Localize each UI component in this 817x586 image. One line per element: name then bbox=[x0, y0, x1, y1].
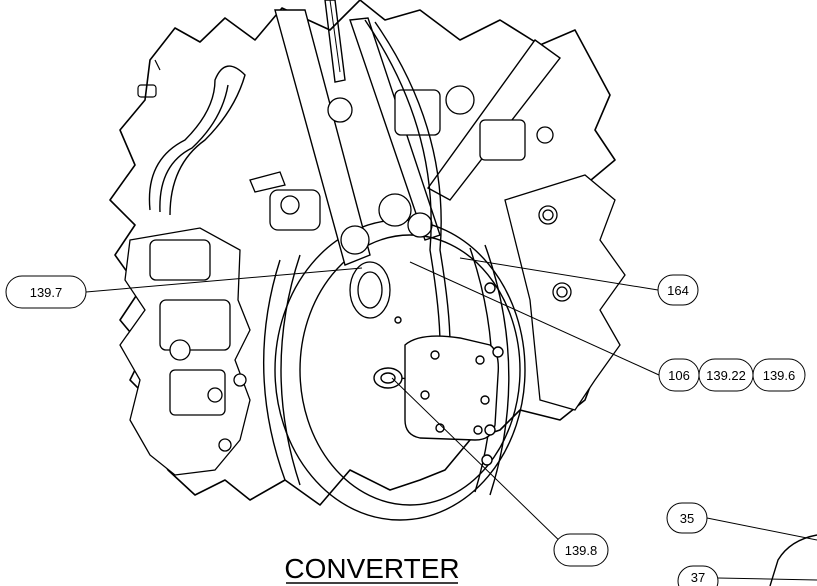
callout-37: 37 bbox=[677, 565, 719, 586]
callout-label: 139.7 bbox=[30, 285, 63, 300]
left-caliper bbox=[119, 227, 251, 476]
upper-left-hose bbox=[148, 65, 246, 216]
top-left-fittings bbox=[137, 59, 161, 98]
callout-35: 35 bbox=[666, 502, 708, 534]
drawing-title: CONVERTER bbox=[284, 553, 459, 584]
lower-right-partial-part bbox=[769, 534, 817, 586]
right-side-block bbox=[504, 174, 626, 411]
callout-label: 106 bbox=[668, 368, 690, 383]
callout-label: 139.6 bbox=[763, 368, 796, 383]
leader-lines bbox=[85, 0, 817, 581]
callout-label: 37 bbox=[691, 570, 705, 585]
callout-139-8: 139.8 bbox=[553, 533, 609, 567]
callout-label: 164 bbox=[667, 283, 689, 298]
callout-139-22: 139.22 bbox=[698, 358, 754, 392]
callout-164: 164 bbox=[657, 274, 699, 306]
fitting-cluster bbox=[249, 85, 554, 319]
callout-106: 106 bbox=[658, 358, 700, 392]
callout-label: 139.8 bbox=[565, 543, 598, 558]
callout-label: 35 bbox=[680, 511, 694, 526]
callout-139-6: 139.6 bbox=[752, 358, 806, 392]
cover-plate bbox=[373, 282, 504, 466]
callout-139-7: 139.7 bbox=[5, 275, 87, 309]
title-text: CONVERTER bbox=[284, 553, 459, 584]
callout-label: 139.22 bbox=[706, 368, 746, 383]
